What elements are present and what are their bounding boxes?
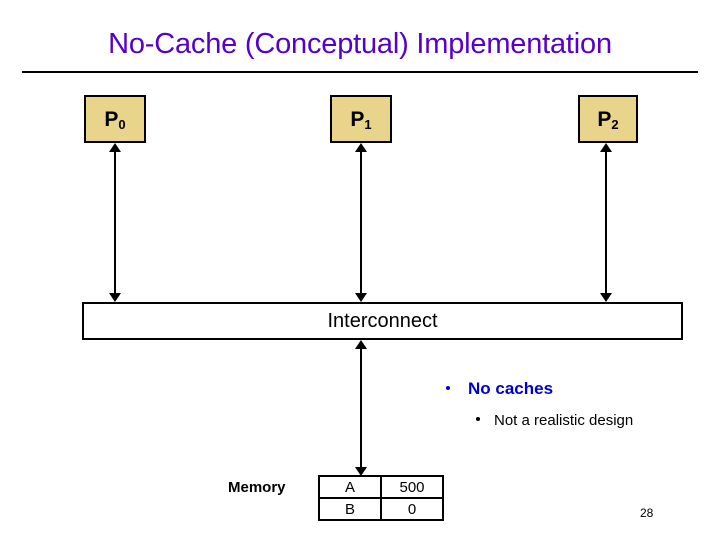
arrow-shaft [360, 150, 362, 295]
processor-index: 0 [118, 116, 126, 132]
table-row: A 500 [318, 475, 444, 499]
processor-index: 1 [364, 116, 372, 132]
bullet-dot-icon [446, 386, 450, 390]
arrowhead-up-icon [355, 143, 367, 152]
arrowhead-down-icon [355, 293, 367, 302]
processor-label: P [350, 107, 365, 131]
memory-cell-name: B [318, 497, 382, 521]
processor-index: 2 [611, 116, 619, 132]
memory-cell-value: 500 [380, 475, 444, 499]
page-number: 28 [640, 506, 654, 520]
double-arrow-icon-interconnect-memory [352, 340, 370, 476]
processor-label: P [597, 107, 612, 131]
arrowhead-down-icon [600, 293, 612, 302]
interconnect-label: Interconnect [327, 309, 438, 332]
page-title: No-Cache (Conceptual) Implementation [108, 28, 612, 60]
arrow-shaft [605, 150, 607, 295]
memory-label: Memory [228, 479, 286, 496]
double-arrow-icon-p0-interconnect [106, 143, 124, 302]
arrowhead-up-icon [355, 340, 367, 349]
table-row: B 0 [318, 497, 444, 521]
arrowhead-up-icon [109, 143, 121, 152]
arrow-shaft [114, 150, 116, 295]
bullet-dot-icon [476, 417, 480, 421]
bullet-label: No caches [468, 379, 554, 398]
arrow-shaft [360, 347, 362, 469]
arrowhead-down-icon [355, 467, 367, 476]
bullet-item-no-caches: No caches [446, 379, 553, 399]
double-arrow-icon-p2-interconnect [597, 143, 615, 302]
bullet-label: Not a realistic design [494, 412, 634, 429]
title-divider [22, 71, 698, 73]
double-arrow-icon-p1-interconnect [352, 143, 370, 302]
arrowhead-down-icon [109, 293, 121, 302]
memory-table: A 500 B 0 [318, 475, 444, 521]
interconnect-bar: Interconnect [82, 302, 683, 340]
memory-cell-name: A [318, 475, 382, 499]
bullet-item-not-realistic: Not a realistic design [476, 412, 633, 429]
arrowhead-up-icon [600, 143, 612, 152]
memory-cell-value: 0 [380, 497, 444, 521]
processor-label: P [104, 107, 119, 131]
